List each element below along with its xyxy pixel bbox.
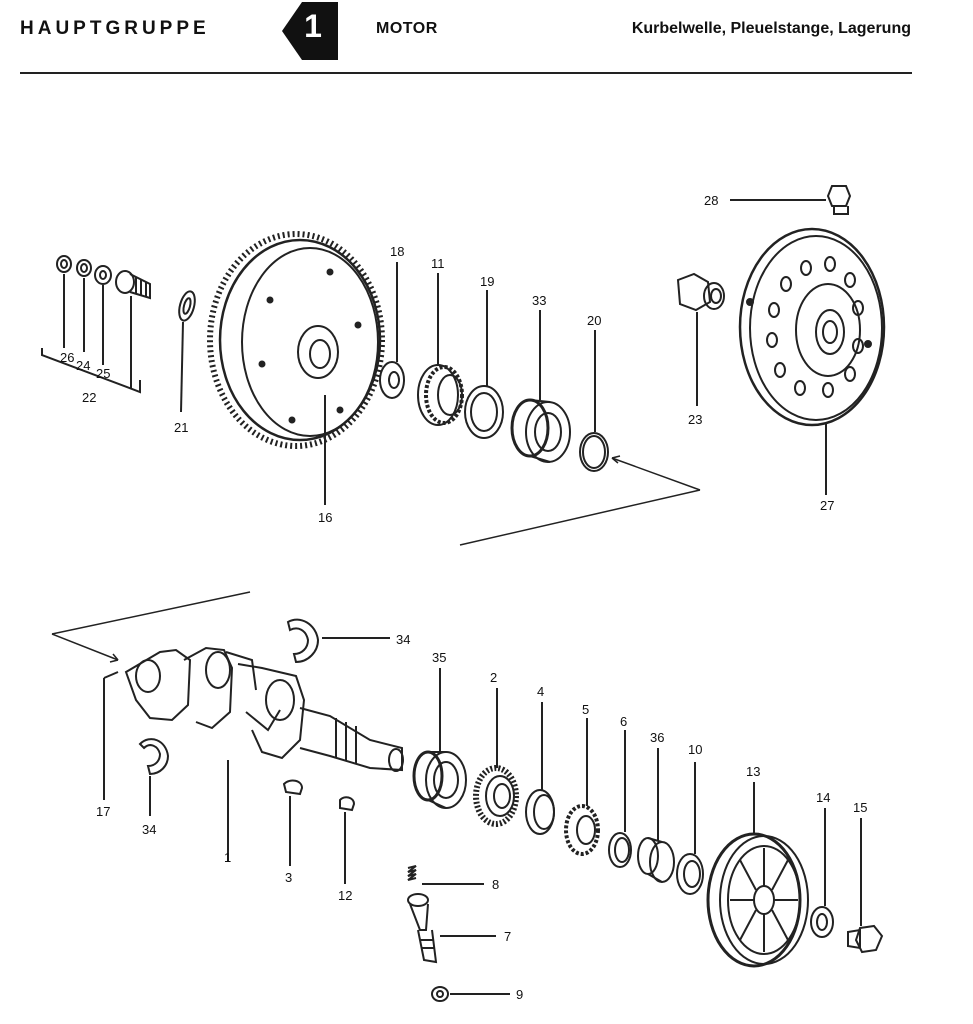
part-34-lower-bearing-shell [138, 738, 170, 776]
part-26-nut [56, 255, 72, 273]
callout-11: 11 [431, 256, 445, 271]
group-name: MOTOR [376, 20, 438, 37]
badge-shape [282, 2, 338, 60]
part-1-crankshaft [124, 646, 404, 772]
callout-3: 3 [285, 870, 292, 885]
part-14-washer [810, 906, 834, 938]
part-4-distance-ring [525, 789, 555, 835]
part-19-shim [464, 385, 504, 439]
callout-5: 5 [582, 702, 589, 717]
callout-28: 28 [704, 193, 718, 208]
callout-19: 19 [480, 274, 494, 289]
callout-2: 2 [490, 670, 497, 685]
callout-36: 36 [650, 730, 664, 745]
callout-24: 24 [76, 358, 90, 373]
part-5-bearing [564, 804, 600, 856]
part-25-nut [94, 265, 112, 285]
part-15-pulley-bolt [847, 924, 884, 954]
callout-12: 12 [338, 888, 352, 903]
callout-20: 20 [587, 313, 601, 328]
part-12-key [339, 796, 356, 812]
callout-18: 18 [390, 244, 404, 259]
part-10-oil-seal [676, 853, 704, 895]
callout-25: 25 [96, 366, 110, 381]
callout-34-lower: 34 [142, 822, 156, 837]
callout-4: 4 [537, 684, 544, 699]
part-20-o-ring [579, 432, 609, 472]
part-9-nut [431, 986, 449, 1002]
part-16-flywheel [207, 231, 385, 449]
callout-21: 21 [174, 420, 188, 435]
callout-8: 8 [492, 877, 499, 892]
part-11-needle-bearing [417, 364, 464, 426]
bracket-22 [41, 348, 141, 394]
main-group-label: HAUPTGRUPPE [20, 18, 210, 39]
part-27-drive-plate [738, 227, 886, 427]
part-24-washer [76, 259, 92, 277]
part-22-bolt [115, 270, 151, 300]
callout-6: 6 [620, 714, 627, 729]
callout-14: 14 [816, 790, 830, 805]
callout-22: 22 [82, 390, 96, 405]
leader-17 [103, 671, 119, 679]
callout-26: 26 [60, 350, 74, 365]
part-35-bearing [412, 750, 467, 809]
group-number: 1 [304, 8, 322, 44]
part-8-spring [407, 865, 417, 881]
page-subtitle: Kurbelwelle, Pleuelstange, Lagerung [631, 20, 911, 37]
part-21-lock-plate [178, 290, 196, 322]
callout-33: 33 [532, 293, 546, 308]
callout-34-upper: 34 [396, 632, 410, 647]
callout-17: 17 [96, 804, 110, 819]
part-28-bolt [826, 185, 852, 215]
callout-7: 7 [504, 929, 511, 944]
assembly-guide-arrows [51, 455, 701, 663]
part-3-woodruff-key [282, 779, 304, 796]
part-33-main-bearing [510, 398, 571, 463]
callout-16: 16 [318, 510, 332, 525]
part-34-upper-bearing-shell [286, 618, 320, 664]
callout-10: 10 [688, 742, 702, 757]
part-13-pulley [706, 832, 809, 968]
page-header: HAUPTGRUPPE 1 MOTOR Kurbelwelle, Pleuels… [0, 0, 973, 80]
part-18-washer [379, 361, 405, 399]
callout-1: 1 [224, 850, 231, 865]
callout-23: 23 [688, 412, 702, 427]
header-rule [20, 72, 912, 74]
part-7-bolt [407, 893, 438, 964]
part-6-snap-ring [608, 832, 632, 868]
group-number-badge: 1 [280, 0, 340, 62]
callout-15: 15 [853, 800, 867, 815]
callout-13: 13 [746, 764, 760, 779]
callout-35: 35 [432, 650, 446, 665]
callout-9: 9 [516, 987, 523, 1002]
part-23-gland-nut [676, 272, 725, 312]
callout-27: 27 [820, 498, 834, 513]
part-2-timing-gear [473, 765, 519, 827]
part-36-sleeve [637, 837, 675, 883]
